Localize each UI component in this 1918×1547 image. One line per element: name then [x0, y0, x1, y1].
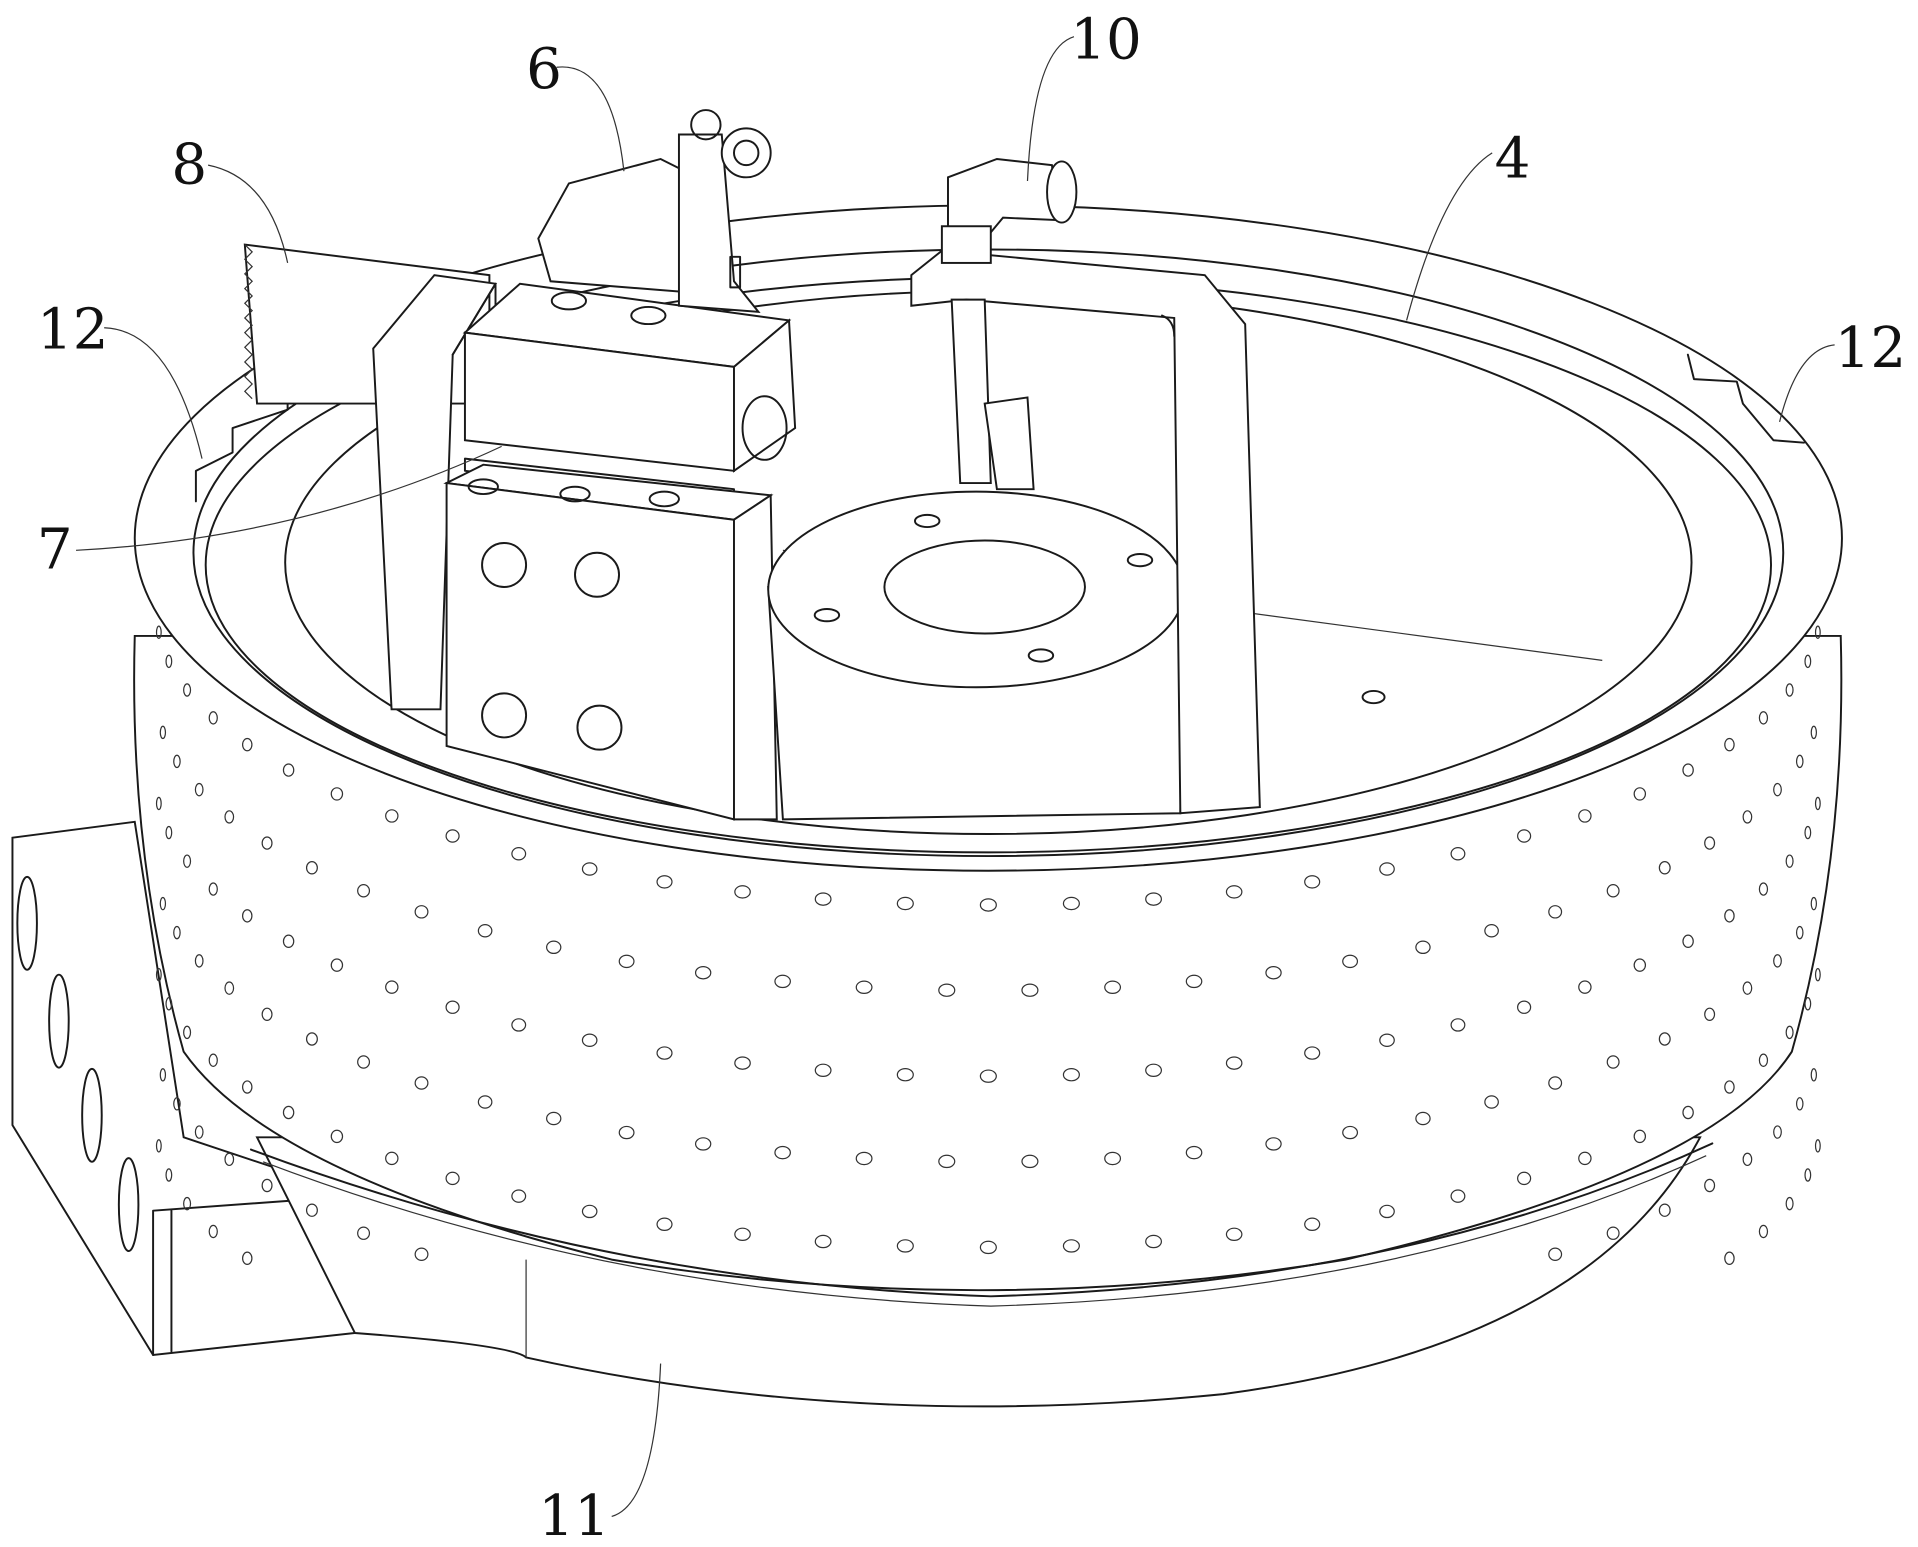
surface-hole [1786, 1197, 1793, 1209]
surface-hole [1743, 1153, 1752, 1165]
surface-hole [1816, 1140, 1821, 1152]
svg-text:7: 7 [37, 518, 73, 583]
label-8: 8 [171, 132, 287, 262]
label-12-right: 12 [1780, 316, 1907, 422]
label-6: 6 [526, 37, 624, 171]
svg-text:8: 8 [171, 132, 207, 197]
svg-text:4: 4 [1495, 126, 1531, 191]
surface-hole [1759, 1225, 1767, 1237]
svg-text:12: 12 [37, 298, 109, 363]
surface-hole [1811, 1069, 1816, 1081]
surface-hole [1816, 969, 1821, 981]
surface-hole [1805, 1169, 1811, 1181]
svg-text:11: 11 [538, 1484, 610, 1547]
svg-text:6: 6 [526, 37, 562, 102]
label-11: 11 [538, 1364, 660, 1547]
svg-text:10: 10 [1070, 8, 1142, 73]
surface-hole [1725, 1252, 1734, 1264]
surface-hole [1659, 1204, 1670, 1216]
label-10: 10 [1027, 8, 1141, 181]
surface-hole [195, 1126, 203, 1138]
surface-hole [1774, 1126, 1782, 1138]
surface-hole [1797, 1098, 1803, 1110]
surface-hole [1805, 998, 1811, 1010]
svg-text:12: 12 [1835, 316, 1907, 381]
surface-hole [1705, 1179, 1715, 1191]
